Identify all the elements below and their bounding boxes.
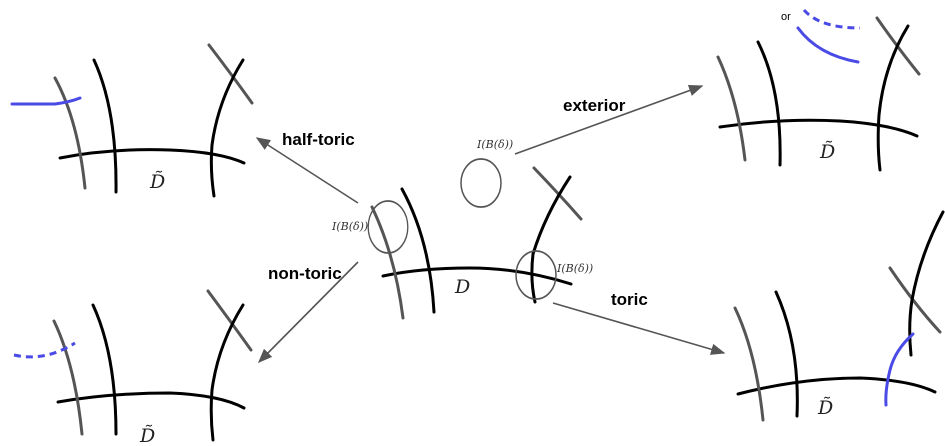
toric-divisor-curve bbox=[736, 376, 937, 396]
center-left-gray-curve bbox=[370, 205, 405, 320]
toric-black-curve-left bbox=[774, 290, 799, 418]
ball-label-toric: I(B(δ)) bbox=[556, 262, 593, 275]
non-toric-configuration: D̃ bbox=[13, 289, 253, 446]
non-toric-gray-curve-right bbox=[206, 289, 253, 352]
exterior-blue-dashed-curve bbox=[802, 8, 861, 30]
exterior-configuration: or D̃ bbox=[716, 8, 921, 172]
half-toric-blue-curve bbox=[10, 96, 82, 106]
non-toric-blue-dashed-curve bbox=[13, 341, 76, 359]
half-toric-gray-curve-right bbox=[207, 43, 254, 105]
toric-black-curve-right bbox=[908, 210, 945, 357]
non-toric-gray-curve-left bbox=[52, 319, 84, 436]
ball-label-left: I(B(δ)) bbox=[331, 220, 368, 233]
non-toric-black-curve-right bbox=[209, 303, 245, 442]
toric-D-tilde: D̃ bbox=[817, 397, 833, 419]
non-toric-black-curve-left bbox=[91, 303, 118, 436]
exterior-D-tilde: D̃ bbox=[819, 141, 835, 163]
label-toric: toric bbox=[611, 290, 648, 309]
center-configuration: I(B(δ)) I(B(δ)) I(B(δ)) D bbox=[331, 138, 593, 320]
label-non-toric: non-toric bbox=[268, 264, 342, 283]
arrow-exterior bbox=[514, 85, 704, 155]
toric-gray-curve-left bbox=[733, 306, 765, 422]
half-toric-D-tilde: D̃ bbox=[149, 171, 165, 193]
toric-gray-curve-right bbox=[888, 266, 942, 334]
half-toric-black-curve-left bbox=[92, 58, 118, 194]
toric-configuration: D̃ bbox=[733, 210, 945, 422]
label-exterior: exterior bbox=[563, 96, 626, 115]
non-toric-divisor-curve bbox=[56, 391, 246, 410]
exterior-black-curve-left bbox=[756, 40, 782, 167]
center-divisor-curve bbox=[381, 266, 573, 286]
arrow-half-toric bbox=[255, 137, 359, 204]
divisor-label-D: D bbox=[454, 276, 470, 298]
half-toric-configuration: D̃ bbox=[10, 43, 254, 198]
label-half-toric: half-toric bbox=[282, 130, 355, 149]
toric-blue-curve bbox=[884, 332, 915, 407]
exterior-gray-curve-left bbox=[716, 55, 747, 162]
ball-label-exterior: I(B(δ)) bbox=[476, 138, 513, 151]
half-toric-divisor-curve bbox=[58, 148, 246, 165]
center-left-black-curve bbox=[400, 187, 436, 314]
center-right-black-curve bbox=[530, 175, 572, 304]
ball-left-circle bbox=[367, 200, 409, 254]
ball-exterior-circle bbox=[460, 158, 502, 208]
exterior-black-curve-right bbox=[876, 24, 910, 172]
arrow-toric bbox=[552, 302, 726, 355]
center-right-gray-curve bbox=[532, 166, 583, 221]
arrow-non-toric bbox=[257, 261, 359, 364]
ball-toric-circle bbox=[515, 250, 557, 300]
half-toric-gray-curve-left bbox=[53, 76, 87, 190]
half-toric-black-curve-right bbox=[209, 58, 245, 198]
exterior-or-label: or bbox=[781, 11, 791, 23]
exterior-divisor-curve bbox=[718, 118, 919, 138]
exterior-blue-curve bbox=[796, 26, 860, 64]
non-toric-D-tilde: D̃ bbox=[139, 425, 155, 446]
